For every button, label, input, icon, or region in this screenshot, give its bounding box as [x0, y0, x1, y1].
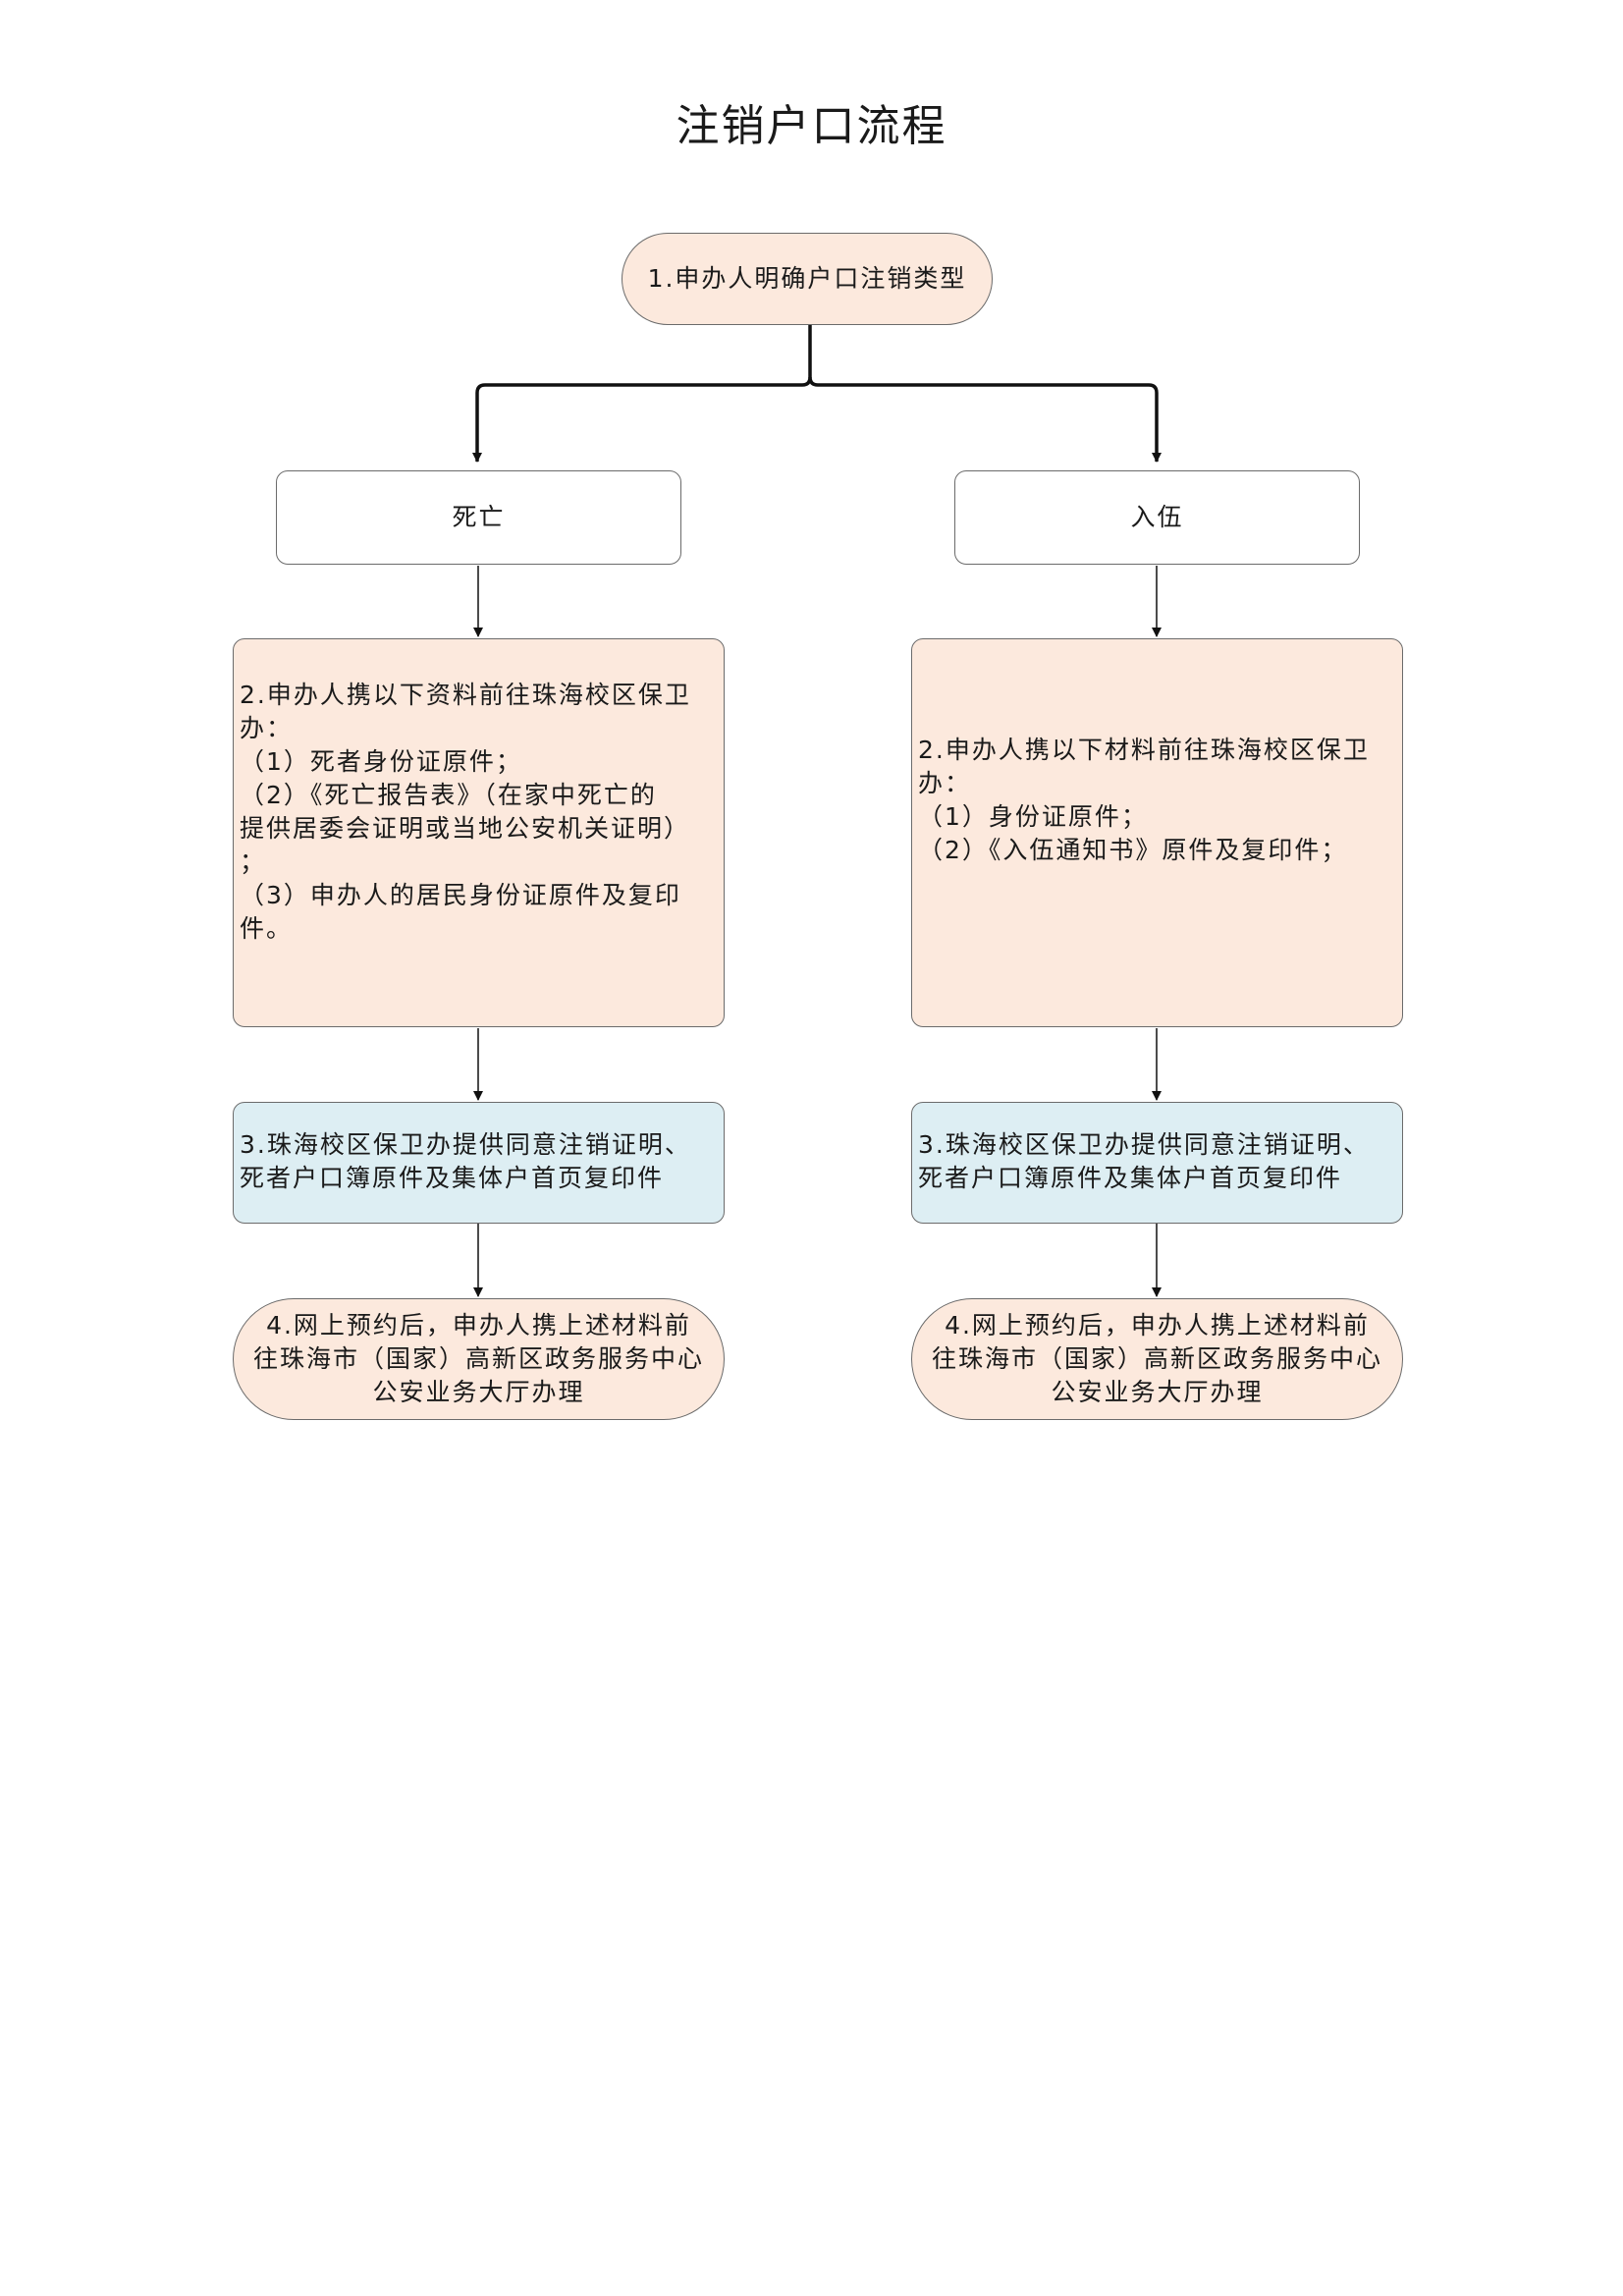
- step4-death: 4.网上预约后，申办人携上述材料前 往珠海市（国家）高新区政务服务中心 公安业务…: [233, 1298, 725, 1420]
- page-title: 注销户口流程: [676, 101, 947, 151]
- branch-death: 死亡: [276, 470, 681, 565]
- start-node-label: 1.申办人明确户口注销类型: [647, 264, 967, 293]
- branch-death-label: 死亡: [452, 503, 506, 531]
- step2-death: 2.申办人携以下资料前往珠海校区保卫 办： （1）死者身份证原件； （2）《死亡…: [233, 638, 725, 1027]
- step2-death-line: 2.申办人携以下资料前往珠海校区保卫: [240, 681, 691, 709]
- step2-death-line: （2）《死亡报告表》（在家中死亡的: [240, 781, 657, 809]
- step4-enlist-line: 往珠海市（国家）高新区政务服务中心: [931, 1344, 1382, 1373]
- step2-death-line: （1）死者身份证原件；: [240, 747, 522, 776]
- step4-enlist-line: 4.网上预约后，申办人携上述材料前: [945, 1311, 1370, 1339]
- step3-death-line: 3.珠海校区保卫办提供同意注销证明、: [240, 1130, 691, 1159]
- step2-death-line: 提供居委会证明或当地公安机关证明）: [240, 814, 691, 843]
- step2-enlist-line: （2）《入伍通知书》原件及复印件；: [918, 836, 1348, 864]
- step2-death-line: ；: [240, 847, 267, 876]
- branch-connector: [472, 324, 812, 463]
- step3-enlist: 3.珠海校区保卫办提供同意注销证明、 死者户口簿原件及集体户首页复印件: [911, 1102, 1403, 1224]
- step3-death: 3.珠海校区保卫办提供同意注销证明、 死者户口簿原件及集体户首页复印件: [233, 1102, 725, 1224]
- step2-death-line: 件。: [240, 914, 294, 943]
- step3-enlist-line: 3.珠海校区保卫办提供同意注销证明、: [918, 1130, 1370, 1159]
- step2-enlist: 2.申办人携以下材料前往珠海校区保卫 办： （1）身份证原件； （2）《入伍通知…: [911, 638, 1403, 1027]
- branch-enlist-label: 入伍: [1130, 503, 1184, 531]
- step2-death-line: （3）申办人的居民身份证原件及复印: [240, 881, 681, 909]
- step4-death-line: 往珠海市（国家）高新区政务服务中心: [252, 1344, 704, 1373]
- step2-enlist-line: 办：: [918, 769, 972, 797]
- branch-connector: [808, 376, 1162, 463]
- step4-death-line: 公安业务大厅办理: [372, 1378, 585, 1406]
- step2-enlist-line: （1）身份证原件；: [918, 802, 1148, 831]
- step2-enlist-line: 2.申办人携以下材料前往珠海校区保卫: [918, 736, 1370, 764]
- start-node: 1.申办人明确户口注销类型: [622, 233, 993, 325]
- step4-enlist-line: 公安业务大厅办理: [1051, 1378, 1264, 1406]
- step3-death-line: 死者户口簿原件及集体户首页复印件: [240, 1164, 665, 1192]
- branch-enlist: 入伍: [954, 470, 1360, 565]
- step4-enlist: 4.网上预约后，申办人携上述材料前 往珠海市（国家）高新区政务服务中心 公安业务…: [911, 1298, 1403, 1420]
- step2-death-line: 办：: [240, 714, 294, 742]
- step3-enlist-line: 死者户口簿原件及集体户首页复印件: [918, 1164, 1343, 1192]
- step4-death-line: 4.网上预约后，申办人携上述材料前: [266, 1311, 691, 1339]
